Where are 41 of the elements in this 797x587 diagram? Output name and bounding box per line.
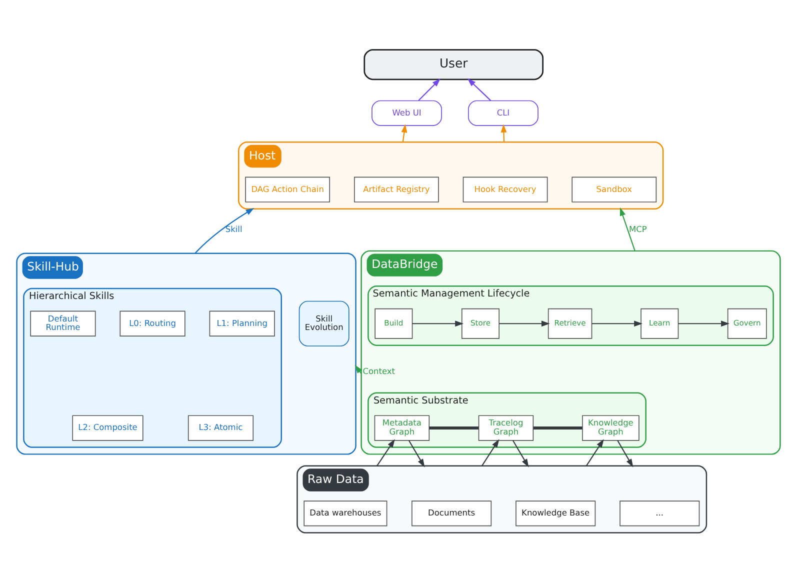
arrow [586, 438, 604, 466]
node-box: L1: Planning [209, 310, 275, 336]
arrow [678, 320, 730, 326]
node-box: Tracelog Graph [478, 414, 534, 440]
node-box: L0: Routing [120, 310, 186, 336]
node-box: L3: Atomic [188, 414, 254, 440]
arrow [401, 124, 408, 142]
node-box: Sandbox [572, 176, 657, 202]
node-box: Default Runtime [30, 310, 96, 336]
connector [429, 426, 479, 430]
node-box: Hook Recovery [462, 176, 548, 202]
arrow [412, 320, 464, 326]
node-box: DAG Action Chain [245, 176, 330, 202]
node-box: Documents [412, 500, 492, 526]
arrow [592, 320, 643, 326]
node-box: Knowledge Graph [582, 414, 640, 440]
arrow [499, 320, 550, 326]
arrow [617, 440, 634, 467]
node-box: User [364, 48, 544, 80]
node-box: Web UI [372, 100, 442, 126]
arrow [408, 440, 425, 467]
node-box: CLI [468, 100, 538, 126]
edge-label: Skill [225, 224, 242, 234]
edge-label: Context [362, 365, 396, 376]
node-box: Data warehouses [304, 500, 388, 526]
node-box: Artifact Registry [354, 176, 439, 202]
node-box: Metadata Graph [374, 414, 430, 440]
node-box: L2: Composite [72, 414, 144, 440]
arrow [620, 206, 636, 251]
edge-label: MCP [628, 224, 647, 234]
arrow [376, 438, 395, 466]
arrow [467, 78, 492, 100]
arrow [194, 208, 254, 254]
node-box: Knowledge Base [516, 500, 596, 526]
arrow [418, 78, 440, 100]
node-box: Skill Evolution [298, 300, 350, 346]
node-box: ... [620, 500, 700, 526]
arrow [512, 440, 529, 467]
connector [533, 426, 582, 430]
arrow [481, 438, 500, 466]
arrow [500, 124, 507, 142]
